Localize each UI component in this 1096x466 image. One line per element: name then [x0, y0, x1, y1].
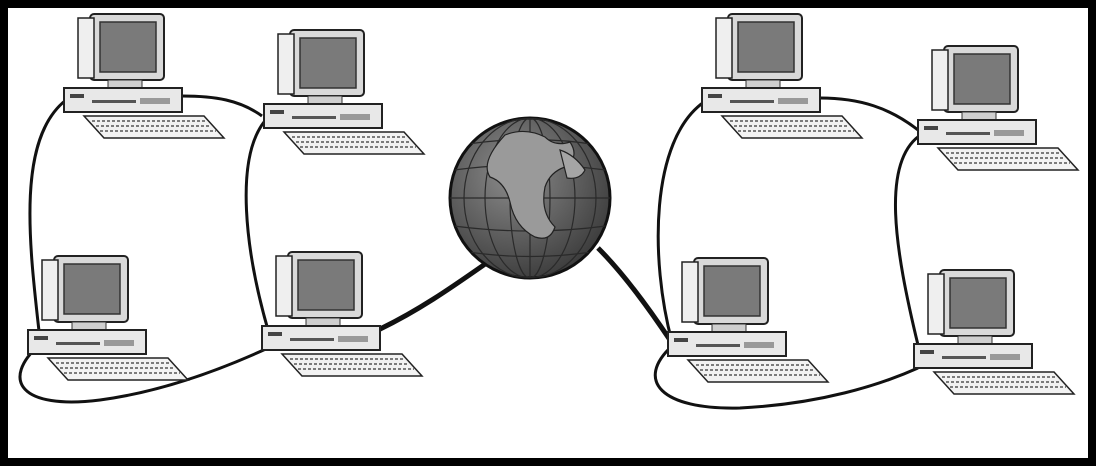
cable-left-1-2: [182, 96, 262, 116]
globe-icon: [450, 118, 610, 278]
cable-left-2-4: [246, 122, 268, 330]
computer-icon: [264, 30, 424, 154]
computer-icon: [914, 270, 1074, 394]
computer-icon: [64, 14, 224, 138]
computer-icon: [28, 256, 188, 380]
computer-icon: [262, 252, 422, 376]
computer-icon: [702, 14, 862, 138]
cable-left4-internet: [378, 262, 488, 330]
right-network: [668, 14, 1078, 394]
computer-icon: [668, 258, 828, 382]
cable-right-2-4: [895, 134, 922, 345]
computer-icon: [918, 46, 1078, 170]
left-network: [28, 14, 424, 380]
